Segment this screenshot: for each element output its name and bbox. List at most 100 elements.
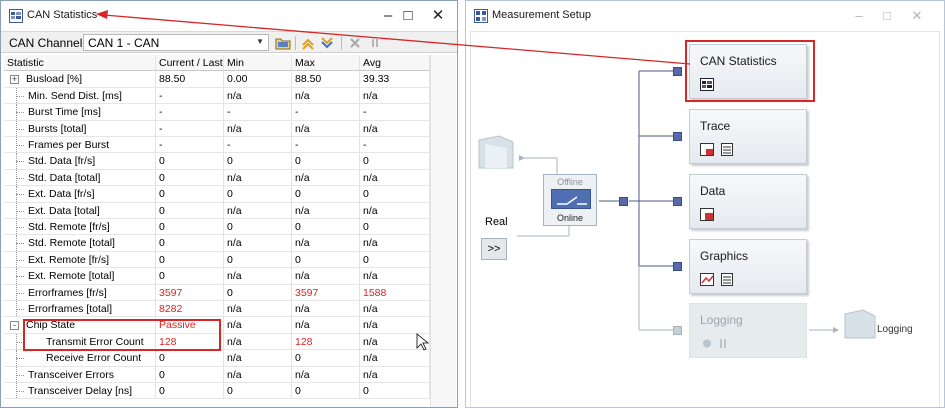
statistic-label: Min. Send Dist. [ms] xyxy=(28,89,122,102)
collapse-all-icon[interactable] xyxy=(319,35,335,51)
record-icon xyxy=(703,339,711,348)
value-cell-min: - xyxy=(224,104,292,121)
statistic-name-cell: Ext. Data [total] xyxy=(4,202,156,219)
value-cell-cur: 0 xyxy=(156,153,224,170)
offline-online-switch[interactable]: Offline Online xyxy=(543,174,597,226)
value-cell-max: n/a xyxy=(292,317,360,334)
table-row[interactable]: Frames per Burst---- xyxy=(4,137,430,154)
statistic-name-cell: Ext. Data [fr/s] xyxy=(4,186,156,203)
measurement-setup-icon xyxy=(474,9,488,23)
value-cell-max: 0 xyxy=(292,251,360,269)
value-cell-avg: n/a xyxy=(360,301,430,318)
grid-empty-area xyxy=(430,55,456,407)
close-button[interactable]: ✕ xyxy=(911,8,923,23)
statistic-label: Ext. Data [fr/s] xyxy=(28,188,95,201)
logging-block[interactable]: Logging xyxy=(689,303,807,358)
value-cell-cur: - xyxy=(156,137,224,154)
trace-block[interactable]: Trace xyxy=(689,109,807,164)
column-header[interactable]: Avg xyxy=(360,55,430,72)
value-cell-avg: n/a xyxy=(360,87,430,105)
statistic-name-cell: Std. Data [total] xyxy=(4,169,156,187)
delete-icon[interactable] xyxy=(347,35,363,51)
value-cell-avg: n/a xyxy=(360,333,430,351)
value-cell-avg: n/a xyxy=(360,120,430,137)
pause-icon[interactable] xyxy=(367,35,383,51)
value-cell-min: n/a xyxy=(224,169,292,187)
column-header[interactable]: Current / Last xyxy=(156,55,224,72)
can-statistics-block[interactable]: CAN Statistics xyxy=(689,44,807,99)
block-port-disabled xyxy=(673,326,682,335)
column-header[interactable]: Statistic xyxy=(4,55,156,72)
value-cell-max: - xyxy=(292,137,360,154)
statistic-label: Errorframes [total] xyxy=(28,303,113,315)
statistic-name-cell: +Busload [%] xyxy=(4,71,156,88)
value-cell-avg: 0 xyxy=(360,219,430,236)
maximize-button[interactable]: □ xyxy=(403,7,413,24)
value-cell-avg: 1588 xyxy=(360,284,430,301)
block-port xyxy=(673,67,682,76)
trace-window-icon xyxy=(700,143,714,156)
block-label: Data xyxy=(700,184,726,198)
value-cell-min: 0 xyxy=(224,284,292,301)
chevron-down-icon: ▼ xyxy=(256,37,264,46)
statistic-name-cell: Errorframes [fr/s] xyxy=(4,284,156,301)
value-cell-cur: 0 xyxy=(156,383,224,400)
value-cell-avg: - xyxy=(360,104,430,121)
value-cell-avg: 0 xyxy=(360,186,430,203)
statistics-table-icon xyxy=(700,78,714,91)
close-button[interactable]: ✕ xyxy=(431,7,445,24)
statistic-label: Std. Remote [total] xyxy=(28,237,115,250)
column-header[interactable]: Max xyxy=(292,55,360,72)
graphics-block[interactable]: Graphics xyxy=(689,239,807,294)
block-port xyxy=(673,132,682,141)
folder-icon[interactable] xyxy=(275,35,291,51)
data-block[interactable]: Data xyxy=(689,174,807,229)
minimize-button[interactable]: – xyxy=(383,7,393,24)
value-cell-min: n/a xyxy=(224,350,292,367)
block-port xyxy=(673,197,682,206)
value-cell-max: 0 xyxy=(292,153,360,170)
value-cell-max: 88.50 xyxy=(292,71,360,88)
statistic-label: Transceiver Errors xyxy=(28,368,114,381)
expand-icon[interactable]: + xyxy=(10,74,19,85)
value-cell-cur: - xyxy=(156,87,224,105)
statistic-label: Transceiver Delay [ns] xyxy=(28,385,133,397)
value-cell-max: n/a xyxy=(292,87,360,105)
statistic-label: Ext. Remote [fr/s] xyxy=(28,253,110,266)
value-cell-min: n/a xyxy=(224,202,292,219)
statistic-label: Burst Time [ms] xyxy=(28,106,101,119)
value-cell-min: 0 xyxy=(224,186,292,203)
table-row[interactable]: Burst Time [ms]---- xyxy=(4,104,430,121)
expand-all-icon[interactable] xyxy=(300,35,316,51)
maximize-button[interactable]: □ xyxy=(883,8,891,23)
collapse-icon[interactable]: - xyxy=(10,321,19,331)
value-cell-max: n/a xyxy=(292,120,360,137)
minimize-button[interactable]: – xyxy=(855,8,863,23)
offline-label: Offline xyxy=(557,177,583,187)
value-cell-max: 0 xyxy=(292,350,360,367)
value-cell-min: 0 xyxy=(224,219,292,236)
channel-label: CAN Channel: xyxy=(9,36,86,50)
measurement-setup-titlebar[interactable]: Measurement Setup – □ ✕ xyxy=(466,1,944,31)
can-statistics-titlebar[interactable]: CAN Statistics – □ ✕ xyxy=(1,1,457,31)
channel-select[interactable]: CAN 1 - CAN ▼ xyxy=(83,34,269,51)
column-header[interactable]: Min xyxy=(224,55,292,72)
real-source-button[interactable]: >> xyxy=(481,238,507,260)
